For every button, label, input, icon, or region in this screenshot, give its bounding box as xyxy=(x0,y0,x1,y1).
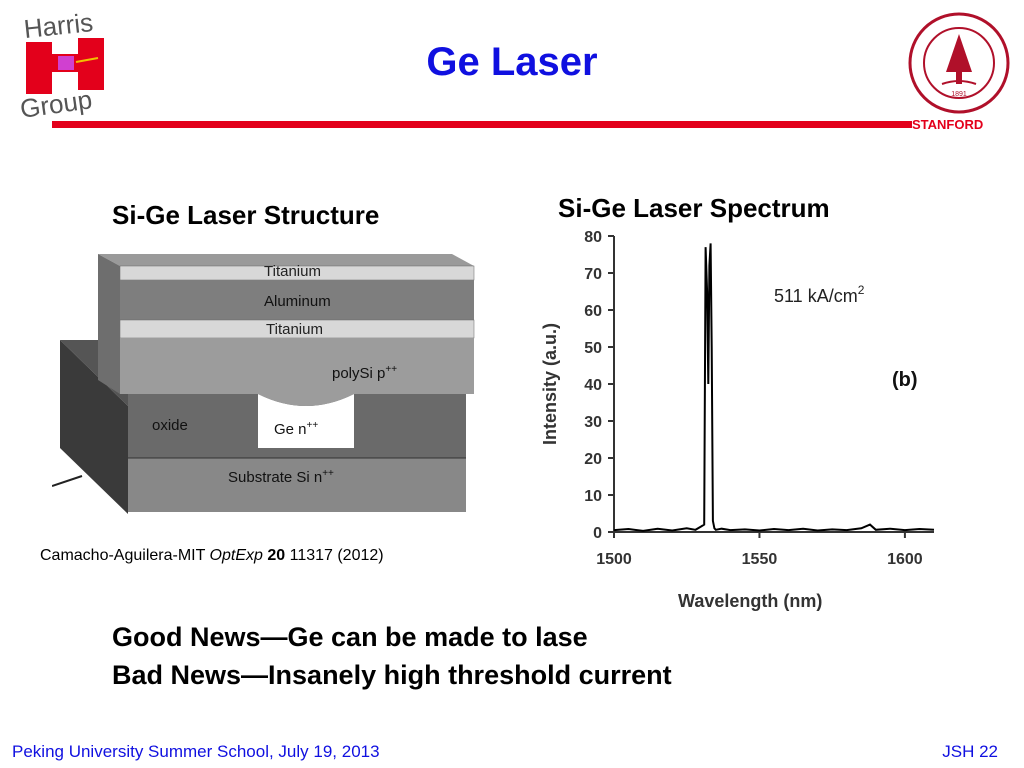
layer-label-polysi: polySi p xyxy=(332,365,385,382)
substrate-doping-sup: ++ xyxy=(322,468,334,479)
svg-text:Substrate Si n++: Substrate Si n++ xyxy=(228,468,334,486)
seal-year: 1891 xyxy=(951,91,967,98)
citation: Camacho-Aguilera-MIT OptExp 20 11317 (20… xyxy=(40,547,384,565)
chart-annotation-sup: 2 xyxy=(858,283,865,297)
news-bad: Bad News—Insanely high threshold current xyxy=(112,660,672,690)
citation-rest: 11317 (2012) xyxy=(285,547,384,564)
citation-journal: OptExp xyxy=(209,547,263,564)
ge-doping-sup: ++ xyxy=(307,420,319,431)
layer-label-aluminum: Aluminum xyxy=(264,293,331,310)
layer-label-oxide: oxide xyxy=(152,417,188,434)
chart-y-tick-label: 60 xyxy=(584,303,602,320)
layer-label-titanium-bottom: Titanium xyxy=(266,321,323,338)
chart-y-tick-label: 50 xyxy=(584,340,602,357)
chart-x-tick-label: 1550 xyxy=(742,551,778,568)
footer-event: Peking University Summer School, July 19… xyxy=(12,742,380,761)
chart-y-tick-label: 40 xyxy=(584,377,602,394)
spectrum-heading: Si-Ge Laser Spectrum xyxy=(558,193,830,223)
chart-annotation: 511 kA/cm xyxy=(774,286,858,306)
citation-volume: 20 xyxy=(262,547,286,564)
chart-panel-label: (b) xyxy=(892,369,918,391)
spectrum-chart: 0 10 20 30 40 50 60 70 80 1500 1550 1600 Intensity … xyxy=(540,229,935,611)
svg-text:polySi p++: polySi p++ xyxy=(332,364,397,382)
harris-group-logo: Harris Group xyxy=(18,8,104,120)
slide-title: Ge Laser xyxy=(426,40,598,84)
layer-label-ge: Ge n xyxy=(274,421,307,438)
svg-text:511 kA/cm2: 511 kA/cm2 xyxy=(774,283,865,306)
chart-y-tick-label: 70 xyxy=(584,266,602,283)
laser-structure-diagram: Titanium Aluminum Titanium polySi p++ ox… xyxy=(52,254,475,514)
layer-label-titanium-top: Titanium xyxy=(264,263,321,280)
chart-y-tick-label: 0 xyxy=(593,525,602,542)
chart-x-tick-label: 1500 xyxy=(596,551,632,568)
title-divider-bar xyxy=(52,121,912,128)
chart-y-axis-label: Intensity (a.u.) xyxy=(540,323,560,445)
layer-label-substrate: Substrate Si n xyxy=(228,469,322,486)
chart-x-tick-label: 1600 xyxy=(887,551,923,568)
polysi-doping-sup: ++ xyxy=(385,364,397,375)
chart-y-tick-label: 30 xyxy=(584,414,602,431)
stanford-seal: 1891 xyxy=(908,12,1010,114)
news-good: Good News—Ge can be made to lase xyxy=(112,622,588,652)
footer-page-number: JSH 22 xyxy=(942,742,998,761)
structure-heading: Si-Ge Laser Structure xyxy=(112,200,380,230)
chart-y-tick-label: 20 xyxy=(584,451,602,468)
svg-text:Ge n++: Ge n++ xyxy=(274,420,318,438)
chart-y-tick-label: 10 xyxy=(584,488,602,505)
chart-x-axis-label: Wavelength (nm) xyxy=(678,591,822,611)
chart-series-line-0 xyxy=(613,243,935,532)
citation-authors: Camacho-Aguilera-MIT xyxy=(40,547,210,564)
stanford-label: STANFORD xyxy=(912,117,984,132)
chart-y-tick-label: 80 xyxy=(584,229,602,246)
